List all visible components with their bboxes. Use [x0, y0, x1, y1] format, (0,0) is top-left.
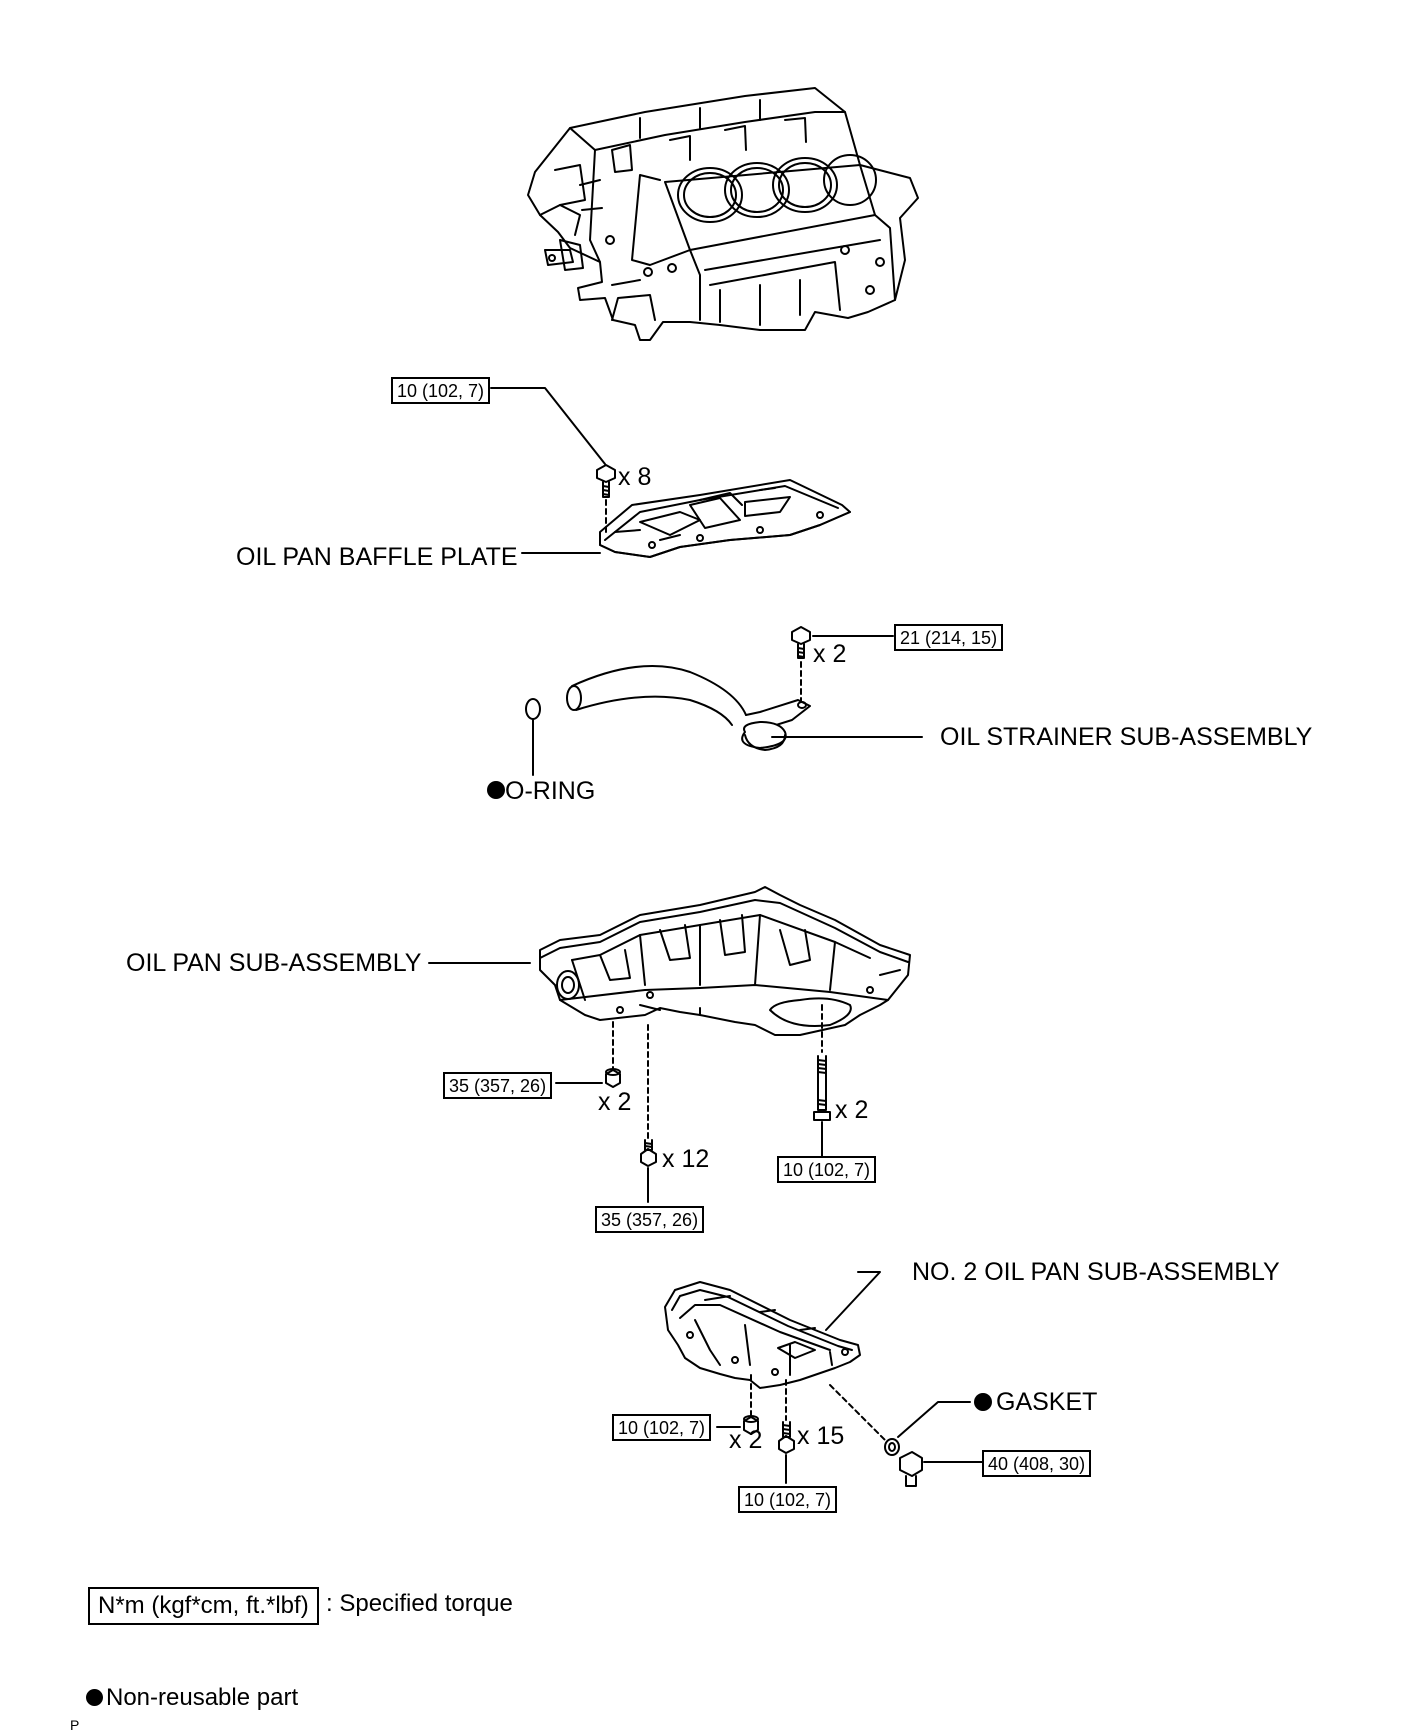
- torque-pan-bolt: 35 (357, 26): [595, 1206, 705, 1233]
- qty-pan-bolt: x 12: [662, 1145, 710, 1173]
- oring-nonreusable-dot: [487, 781, 505, 799]
- gasket-label: GASKET: [996, 1388, 1098, 1416]
- o-ring-illustration: [525, 698, 541, 720]
- strainer-bolt-illustration: [791, 626, 811, 659]
- o-ring-label: O-RING: [505, 777, 596, 805]
- torque-baffle-bolt: 10 (102, 7): [391, 377, 491, 404]
- no2-oil-pan-label: NO. 2 OIL PAN SUB-ASSEMBLY: [912, 1258, 1280, 1286]
- qty-pan2-bolt: x 15: [797, 1422, 845, 1450]
- no2-oil-pan-illustration: [664, 1281, 861, 1389]
- qty-pan-stud: x 2: [835, 1096, 869, 1124]
- oil-strainer-label: OIL STRAINER SUB-ASSEMBLY: [940, 723, 1313, 751]
- torque-pan-stud: 10 (102, 7): [777, 1156, 877, 1183]
- oil-strainer-illustration: [566, 665, 811, 751]
- pan2-nut-illustration: [743, 1415, 759, 1435]
- pan2-bolt-illustration: [778, 1421, 795, 1454]
- drain-plug-illustration: [899, 1451, 923, 1487]
- engine-block-illustration: [527, 87, 919, 341]
- qty-baffle-bolt: x 8: [618, 463, 652, 491]
- qty-pan2-nut: x 2: [729, 1426, 763, 1454]
- nonreusable-dot-icon: [86, 1689, 103, 1706]
- torque-legend-desc: : Specified torque: [326, 1590, 513, 1617]
- qty-pan-nut: x 2: [598, 1088, 632, 1116]
- qty-strainer-bolt: x 2: [813, 640, 847, 668]
- pan-bolt-illustration: [640, 1139, 657, 1167]
- torque-strainer-bolt: 21 (214, 15): [894, 624, 1004, 651]
- torque-pan-nut: 35 (357, 26): [443, 1072, 553, 1099]
- oil-pan-illustration: [539, 886, 911, 1036]
- pan-nut-illustration: [605, 1068, 621, 1088]
- nonreusable-legend-text: Non-reusable part: [106, 1684, 299, 1711]
- oil-pan-label: OIL PAN SUB-ASSEMBLY: [126, 949, 422, 977]
- oil-pan-baffle-plate-label: OIL PAN BAFFLE PLATE: [236, 543, 518, 571]
- torque-pan2-nut: 10 (102, 7): [612, 1414, 712, 1441]
- pan-stud-illustration: [813, 1055, 831, 1121]
- baffle-plate-illustration: [599, 479, 851, 558]
- baffle-bolt-illustration: [596, 464, 616, 498]
- torque-drain-plug: 40 (408, 30): [982, 1450, 1092, 1477]
- gasket-nonreusable-dot: [974, 1393, 992, 1411]
- nonreusable-legend: Non-reusable part: [86, 1686, 298, 1710]
- torque-pan2-bolt: 10 (102, 7): [738, 1486, 838, 1513]
- footer-code: P: [70, 1717, 80, 1733]
- torque-legend-box: N*m (kgf*cm, ft.*lbf): [88, 1587, 319, 1625]
- gasket-illustration: [884, 1438, 900, 1456]
